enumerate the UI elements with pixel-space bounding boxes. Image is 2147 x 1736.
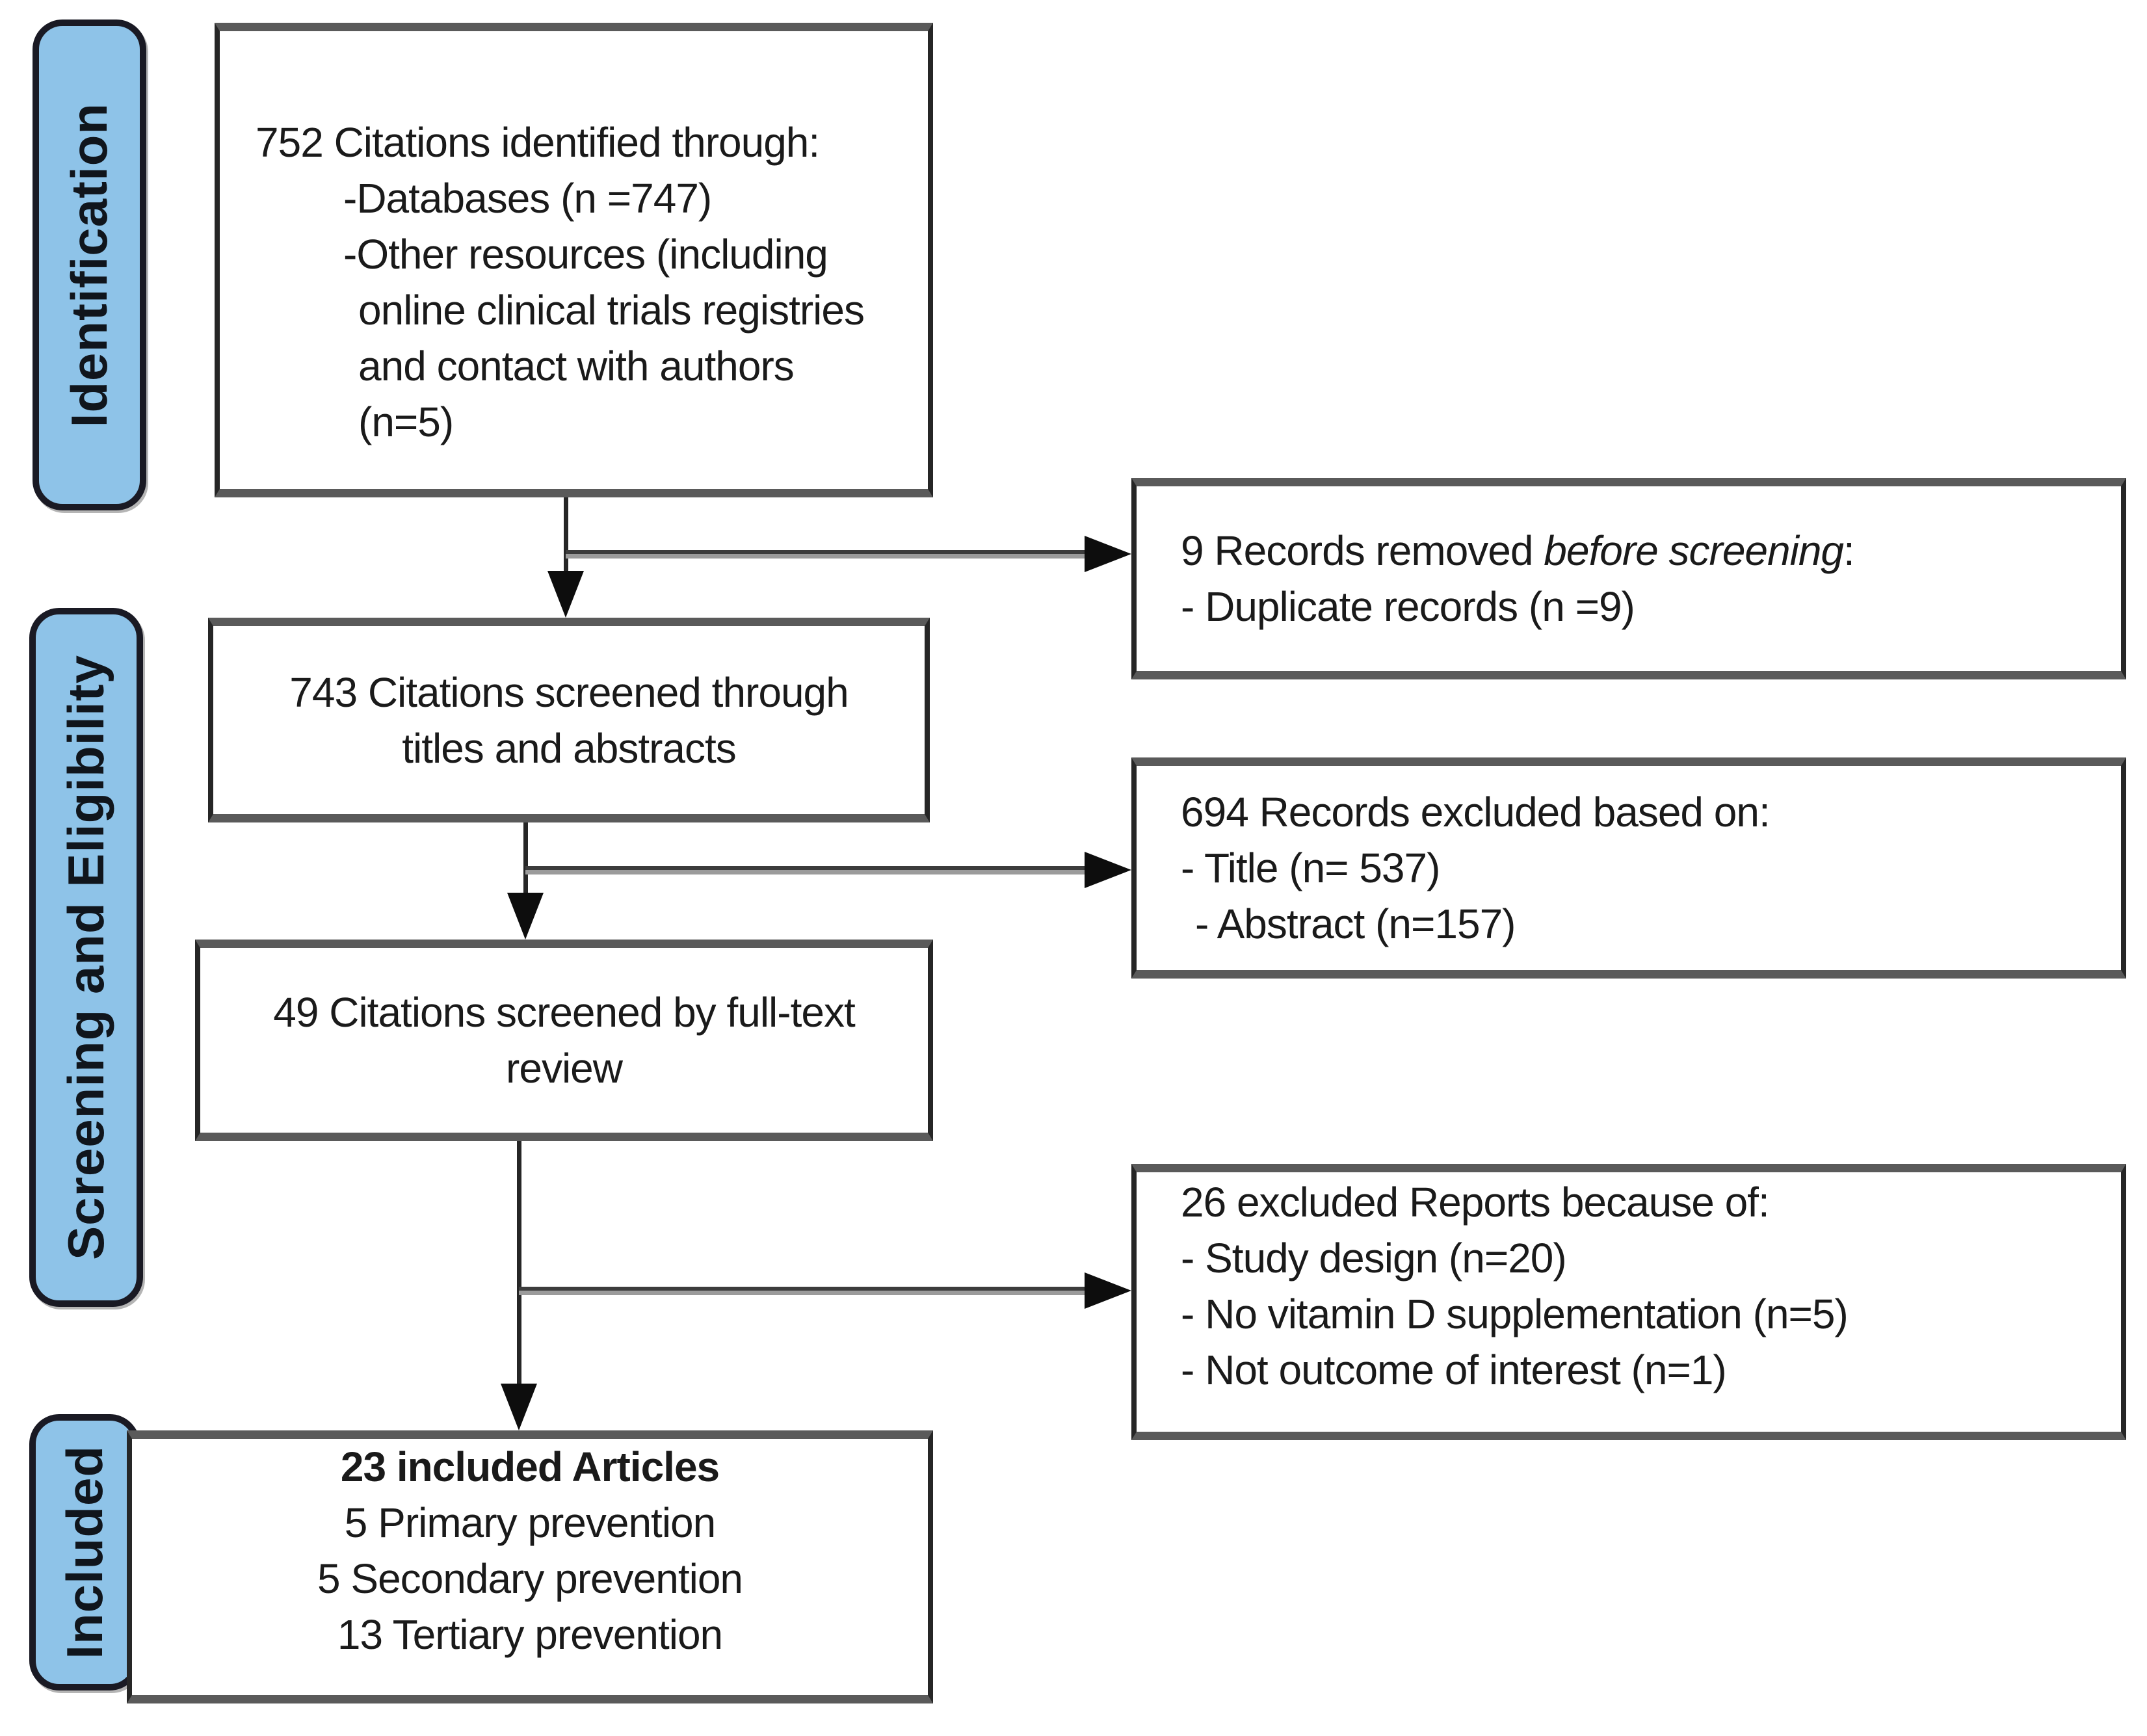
arrowhead-down-to-fulltext-icon — [507, 893, 544, 940]
records-excluded-line: - Title (n= 537) — [1181, 845, 1440, 891]
stage-included: Included — [29, 1414, 140, 1690]
stage-identification: Identification — [33, 20, 146, 510]
included-articles-line: 13 Tertiary prevention — [337, 1611, 723, 1658]
records-excluded-line: - Abstract (n=157) — [1195, 901, 1516, 947]
citations-identified-line: and contact with authors — [358, 343, 795, 389]
included-articles-line: 5 Secondary prevention — [317, 1555, 743, 1602]
records-removed-intro-suffix: : — [1843, 527, 1855, 574]
box-records-removed: 9 Records removed before screening: - Du… — [1131, 478, 2126, 679]
connector-branch-removed-line — [566, 550, 1086, 559]
citations-identified-line: (n=5) — [358, 399, 454, 445]
records-excluded-line: 694 Records excluded based on: — [1181, 789, 1771, 835]
fulltext-review-line: 49 Citations screened by full-text — [273, 989, 855, 1036]
connector-branch-reports-excluded-line — [519, 1287, 1086, 1295]
box-reports-excluded: 26 excluded Reports because of: - Study … — [1131, 1164, 2126, 1440]
reports-excluded-line: 26 excluded Reports because of: — [1181, 1178, 1770, 1226]
included-articles-line: 5 Primary prevention — [344, 1499, 716, 1546]
connector-screened-down-line — [523, 822, 528, 894]
records-removed-intro-italic: before screening — [1544, 527, 1844, 574]
records-removed-intro: 9 Records removed before screening: — [1181, 523, 2101, 579]
citations-identified-line: online clinical trials registries — [358, 287, 865, 334]
box-records-excluded: 694 Records excluded based on: - Title (… — [1131, 757, 2126, 979]
connector-identified-down-line — [564, 497, 568, 572]
arrowhead-down-to-screened-icon — [547, 571, 584, 618]
connector-branch-excluded-line — [525, 866, 1086, 875]
reports-excluded-line: - Not outcome of interest (n=1) — [1181, 1346, 1727, 1393]
box-fulltext-review: 49 Citations screened by full-text revie… — [195, 940, 933, 1141]
records-removed-item: - Duplicate records (n =9) — [1181, 583, 1635, 630]
stage-screening-eligibility: Screening and Eligibility — [29, 608, 143, 1307]
reports-excluded-line: - No vitamin D supplementation (n=5) — [1181, 1290, 1849, 1337]
arrowhead-right-to-excluded-icon — [1085, 852, 1131, 888]
arrowhead-right-to-removed-icon — [1085, 536, 1131, 572]
box-included-articles: 23 included Articles 5 Primary preventio… — [127, 1430, 933, 1703]
connector-fulltext-down-line — [517, 1141, 521, 1385]
citations-identified-line: -Databases (n =747) — [343, 175, 712, 222]
box-citations-identified: 752 Citations identified through: -Datab… — [215, 23, 933, 497]
box-citations-screened: 743 Citations screened through titles an… — [208, 618, 930, 822]
citations-screened-line: 743 Citations screened through — [289, 668, 849, 716]
citations-identified-line: 752 Citations identified through: — [256, 119, 820, 166]
fulltext-review-line: review — [506, 1045, 623, 1092]
citations-identified-line: -Other resources (including — [343, 231, 828, 278]
arrowhead-down-to-included-icon — [501, 1384, 537, 1430]
included-articles-title: 23 included Articles — [340, 1443, 720, 1490]
stage-identification-label: Identification — [60, 102, 118, 428]
arrowhead-right-to-reports-excluded-icon — [1085, 1272, 1131, 1309]
stage-screening-eligibility-label: Screening and Eligibility — [57, 655, 114, 1260]
reports-excluded-line: - Study design (n=20) — [1181, 1234, 1567, 1282]
stage-included-label: Included — [55, 1445, 113, 1659]
citations-screened-line: titles and abstracts — [402, 724, 737, 772]
records-removed-intro-prefix: 9 Records removed — [1181, 527, 1544, 574]
